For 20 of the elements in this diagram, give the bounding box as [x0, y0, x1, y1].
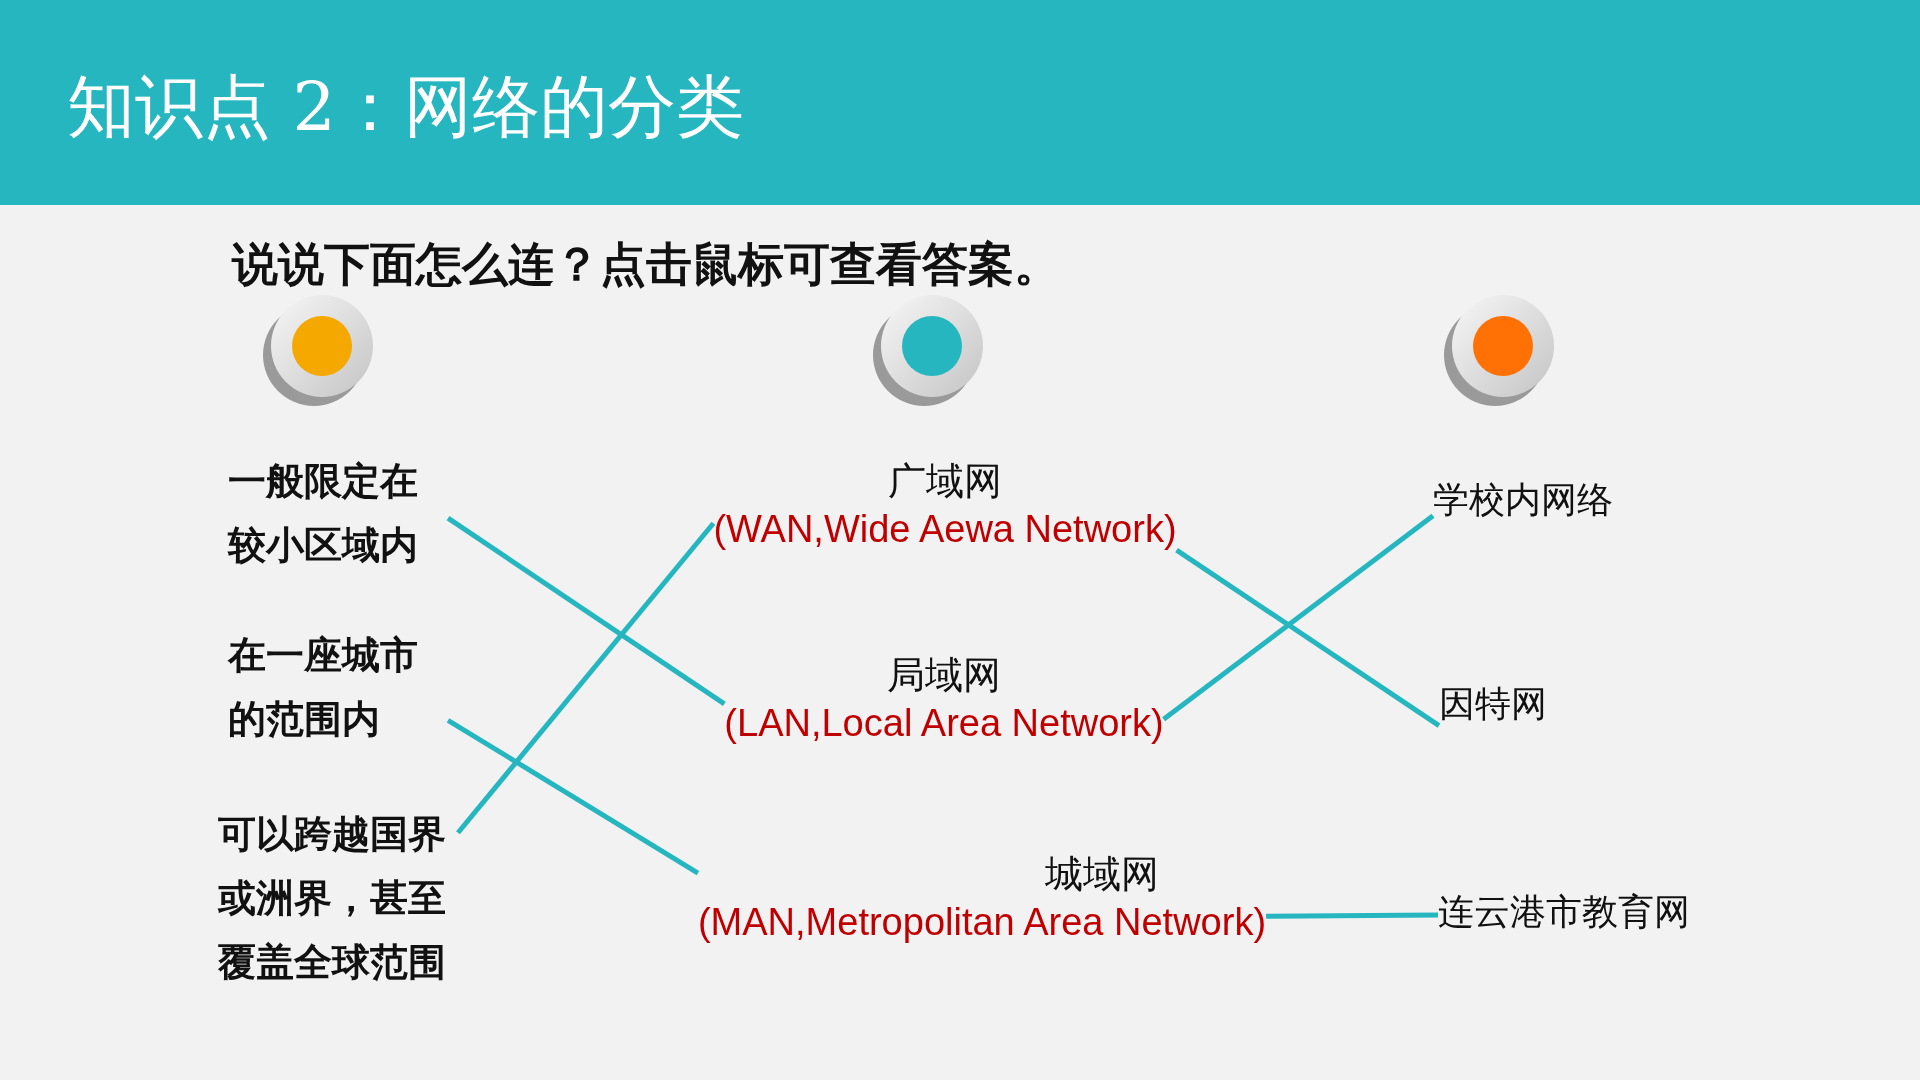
description-text: 可以跨越国界或洲界，甚至覆盖全球范围	[218, 802, 458, 994]
connector-line	[1175, 548, 1441, 728]
network-heading: 局域网	[887, 652, 1001, 699]
network-term: (LAN,Local Area Network)	[724, 701, 1164, 746]
slide-title: 知识点 2：网络的分类	[67, 66, 744, 148]
network-term: (MAN,Metropolitan Area Network)	[697, 900, 1267, 945]
connector-line	[1266, 912, 1438, 919]
network-heading: 城域网	[1045, 851, 1159, 898]
description-text: 一般限定在较小区域内	[228, 449, 448, 577]
network-heading: 广域网	[888, 458, 1002, 505]
connector-line	[456, 521, 716, 835]
example-text: 连云港市教育网	[1438, 888, 1690, 936]
description-text: 在一座城市的范围内	[228, 623, 448, 751]
instruction-text: 说说下面怎么连？点击鼠标可查看答案。	[232, 236, 1060, 292]
network-term: (WAN,Wide Aewa Network)	[713, 507, 1177, 552]
connector-line	[446, 516, 726, 706]
example-text: 因特网	[1439, 680, 1547, 728]
example-text: 学校内网络	[1433, 476, 1613, 524]
connector-line	[1162, 513, 1435, 722]
connector-line	[446, 718, 700, 876]
